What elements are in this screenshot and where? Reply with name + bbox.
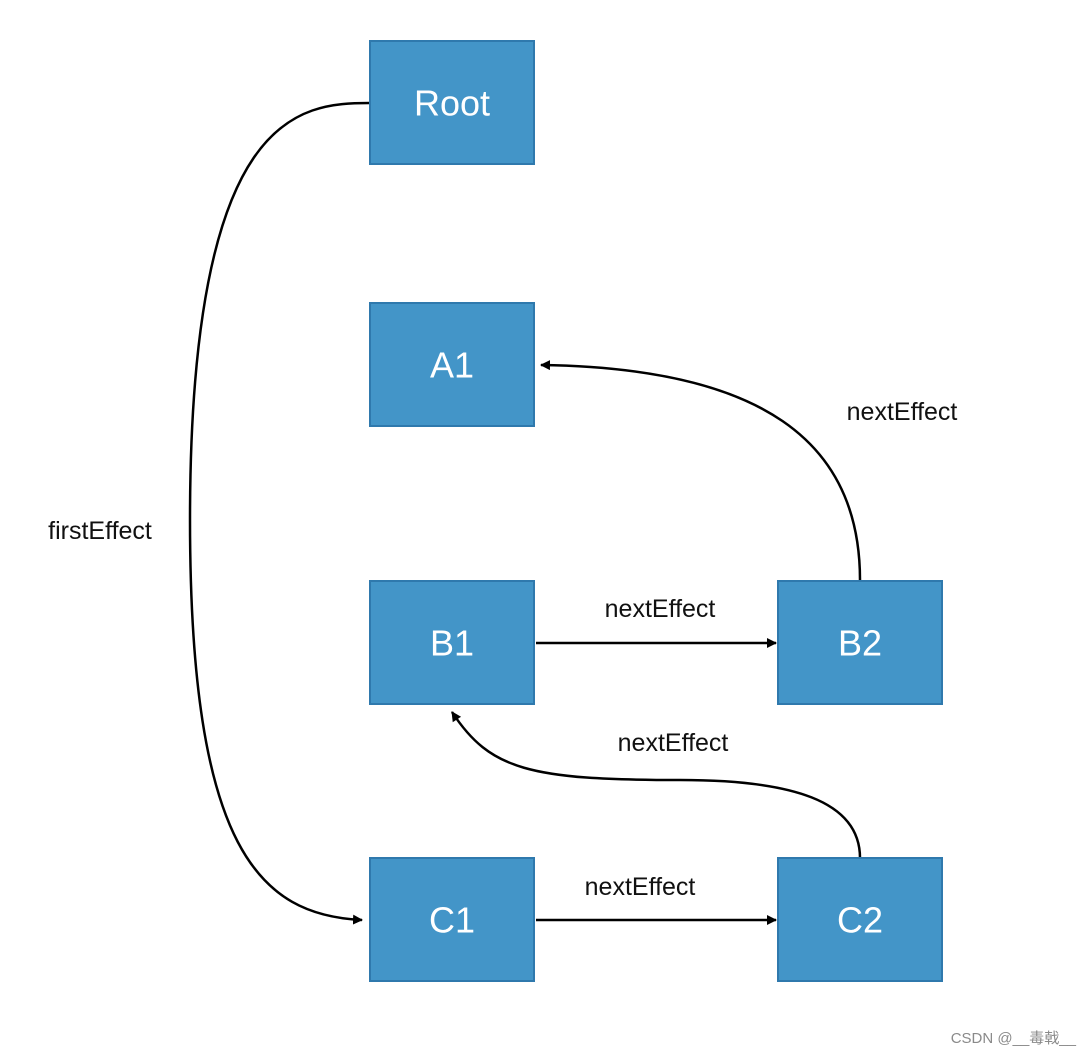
csdn-watermark: CSDN @__毒戟__ xyxy=(950,1030,1076,1047)
node-a1-label: A1 xyxy=(430,345,474,386)
node-c1-label: C1 xyxy=(429,900,475,941)
edge-root-to-c1-line xyxy=(188,101,371,925)
node-b1: B1 xyxy=(369,580,535,705)
edge-c2-to-b1-label: nextEffect xyxy=(618,729,729,757)
edge-root-to-c1: firstEffect xyxy=(48,101,371,925)
node-b1-label: B1 xyxy=(430,623,474,664)
node-root-label: Root xyxy=(414,83,490,124)
edge-b2-to-a1-label: nextEffect xyxy=(847,398,958,426)
node-root: Root xyxy=(369,40,535,165)
node-c2-label: C2 xyxy=(837,900,883,941)
node-c1: C1 xyxy=(369,857,535,982)
edge-b2-to-a1-line xyxy=(540,360,862,581)
node-b2: B2 xyxy=(777,580,943,705)
edge-root-to-c1-label: firstEffect xyxy=(48,517,152,545)
node-a1: A1 xyxy=(369,302,535,427)
edge-c1-to-c2-label: nextEffect xyxy=(585,873,696,901)
edge-b1-to-b2-label: nextEffect xyxy=(605,595,716,623)
node-b2-label: B2 xyxy=(838,623,882,664)
edge-b1-to-b2: nextEffect xyxy=(536,595,777,648)
edge-b2-to-a1: nextEffect xyxy=(540,360,958,581)
node-c2: C2 xyxy=(777,857,943,982)
edge-c2-to-b1: nextEffect xyxy=(450,711,862,859)
edge-c1-to-c2: nextEffect xyxy=(536,873,777,925)
edge-c2-to-b1-line xyxy=(450,711,862,859)
